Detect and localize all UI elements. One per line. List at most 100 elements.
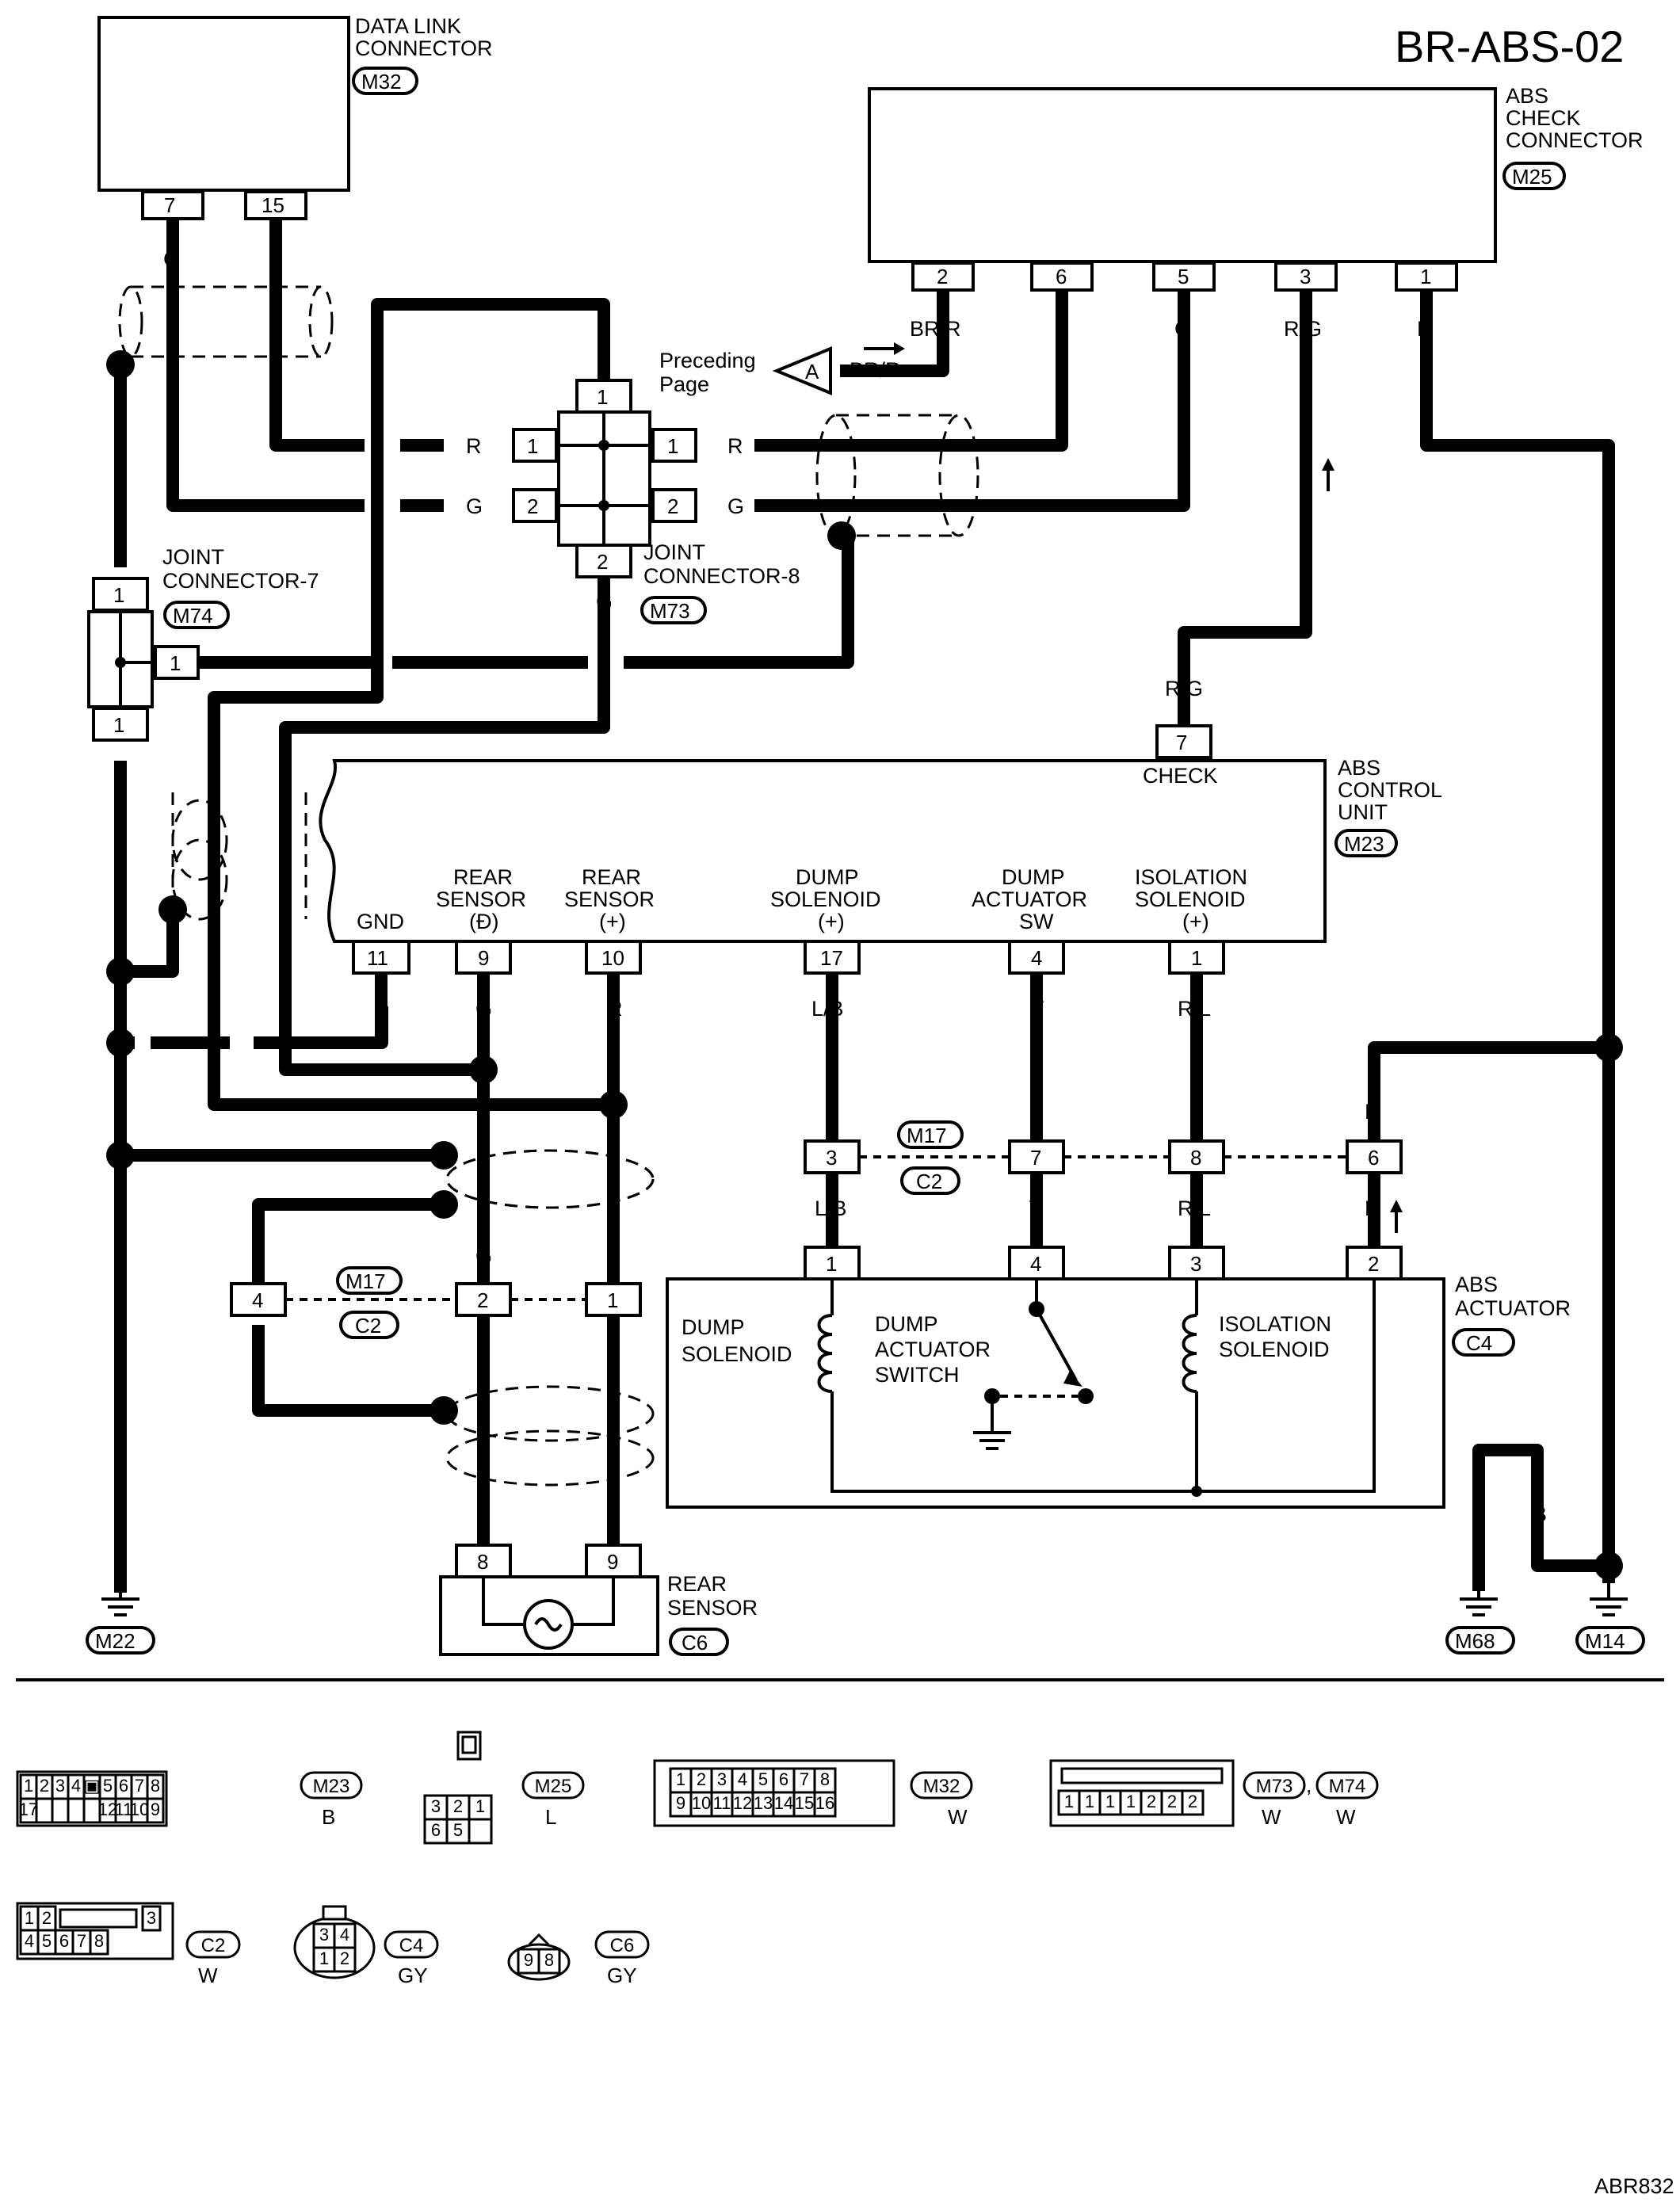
cavity-number: 3: [431, 1796, 441, 1816]
dump-actuator-switch-label: DUMP: [875, 1312, 938, 1336]
abs-actuator-id: C4: [1466, 1331, 1492, 1355]
connector-id: C6: [610, 1935, 635, 1956]
abs-check-connector-id: M25: [1512, 165, 1552, 189]
pin-label: 7: [1176, 731, 1187, 754]
cavity-number: 1: [1064, 1792, 1074, 1811]
pin-label: 8: [477, 1550, 488, 1574]
cavity-number: 2: [453, 1796, 463, 1816]
svg-text:G: G: [1174, 317, 1191, 341]
svg-text:ISOLATION: ISOLATION: [1135, 865, 1247, 889]
pin-label: 3: [826, 1146, 837, 1170]
dump-solenoid-label: DUMP: [682, 1315, 745, 1339]
cavity-number: 2: [1167, 1792, 1177, 1811]
svg-text:B: B: [1417, 317, 1431, 341]
svg-text:R/G: R/G: [1284, 317, 1322, 341]
cavity-number: 8: [151, 1776, 160, 1796]
svg-text:B: B: [374, 997, 388, 1021]
svg-text:CONNECTOR-8: CONNECTOR-8: [643, 564, 800, 588]
pin-label: 2: [597, 550, 608, 574]
cavity-number: 5: [42, 1931, 52, 1951]
svg-text:Y: Y: [1029, 1197, 1043, 1220]
abs-control-unit-label: ABS: [1338, 756, 1380, 780]
cavity-number: 13: [754, 1793, 773, 1813]
svg-text:DUMP: DUMP: [1002, 865, 1065, 889]
svg-text:B: B: [1533, 1502, 1547, 1526]
svg-text:(Ð): (Ð): [469, 910, 498, 933]
pin-label: 1: [1420, 265, 1431, 288]
pin-label: 1: [667, 434, 678, 458]
svg-text:CHECK: CHECK: [1506, 106, 1581, 130]
svg-text:G: G: [475, 997, 492, 1021]
pin-label: 9: [478, 946, 489, 970]
svg-text:Y: Y: [1030, 997, 1044, 1021]
pin-label: 1: [113, 713, 124, 737]
cavity-number: 6: [779, 1769, 788, 1789]
cavity-number: 8: [94, 1931, 104, 1951]
svg-text:DUMP: DUMP: [796, 865, 859, 889]
svg-text:ACTUATOR: ACTUATOR: [875, 1338, 991, 1361]
cavity-number: 3: [319, 1925, 329, 1945]
cavity-number: 6: [59, 1931, 69, 1951]
svg-text:BR/R: BR/R: [910, 317, 961, 341]
cavity-number: 8: [544, 1950, 554, 1970]
pin-label: 2: [1368, 1252, 1379, 1276]
svg-text:SOLENOID: SOLENOID: [1219, 1338, 1330, 1361]
ground-id: M14: [1585, 1629, 1625, 1653]
svg-text:G: G: [475, 1244, 492, 1268]
ground-m68: M68: [1445, 1597, 1515, 1654]
pin-label: 1: [170, 651, 181, 675]
ground-id: M68: [1455, 1629, 1495, 1653]
rear-sensor: 8 9 REAR SENSOR C6: [439, 1544, 758, 1656]
pin-label: 1: [113, 583, 124, 607]
svg-text:REAR: REAR: [582, 865, 641, 889]
pin-label: 2: [667, 494, 678, 518]
cavity-number: 14: [774, 1793, 793, 1813]
svg-text:SOLENOID: SOLENOID: [1135, 887, 1246, 911]
ground-m22: M22: [86, 1597, 155, 1654]
svg-text:CONNECTOR: CONNECTOR: [1506, 128, 1644, 152]
pin-label: 8: [1190, 1146, 1201, 1170]
pin-label: 6: [1368, 1146, 1379, 1170]
cavity-number: 2: [40, 1776, 49, 1796]
svg-text:G: G: [466, 494, 483, 518]
cavity-number: 9: [151, 1800, 160, 1819]
cavity-number: 4: [340, 1925, 349, 1945]
svg-text:SENSOR: SENSOR: [436, 887, 526, 911]
connector-id: M32: [923, 1776, 960, 1797]
svg-text:M17: M17: [346, 1269, 386, 1293]
terminal-label: GND: [357, 910, 404, 933]
svg-text:M17: M17: [907, 1124, 947, 1147]
svg-text:(+): (+): [1182, 910, 1209, 933]
preceding-page-id: A: [805, 360, 819, 384]
joint-connector-7: 1 1 1 JOINT CONNECTOR-7 M74: [87, 545, 319, 742]
svg-text:L/B: L/B: [811, 997, 844, 1021]
cavity-number: 2: [42, 1908, 52, 1928]
rear-sensor-id: C6: [682, 1631, 708, 1654]
svg-text:ACTUATOR: ACTUATOR: [1455, 1296, 1571, 1320]
cavity-number: 7: [135, 1776, 144, 1796]
cavity-number: 1: [1126, 1792, 1136, 1811]
inline-connector-lower: 4 2 1 M17 C2: [230, 1266, 642, 1339]
svg-text:SWITCH: SWITCH: [875, 1363, 959, 1387]
connector-color: B: [322, 1805, 335, 1829]
cavity-number: 2: [1188, 1792, 1197, 1811]
pin-label: 1: [597, 385, 608, 409]
svg-text:UNIT: UNIT: [1338, 800, 1388, 824]
pin-label: 6: [1056, 265, 1067, 288]
jc8-side-letters: R G R G R G: [466, 334, 744, 613]
inline-connector-upper: 3 7 8 6 M17 C2: [804, 1120, 1403, 1195]
cavity-number: 1: [475, 1796, 485, 1816]
pin-label: 1: [1191, 946, 1202, 970]
wire-harness: [114, 219, 1615, 1593]
cavity-number: 8: [820, 1769, 830, 1789]
cavity-number: 1: [1105, 1792, 1115, 1811]
pin-label: 1: [607, 1288, 618, 1312]
pin-label: 3: [1190, 1252, 1201, 1276]
pin-label: 7: [164, 193, 175, 217]
cavity-number: 1: [676, 1769, 685, 1789]
ground-id: M22: [95, 1629, 136, 1653]
